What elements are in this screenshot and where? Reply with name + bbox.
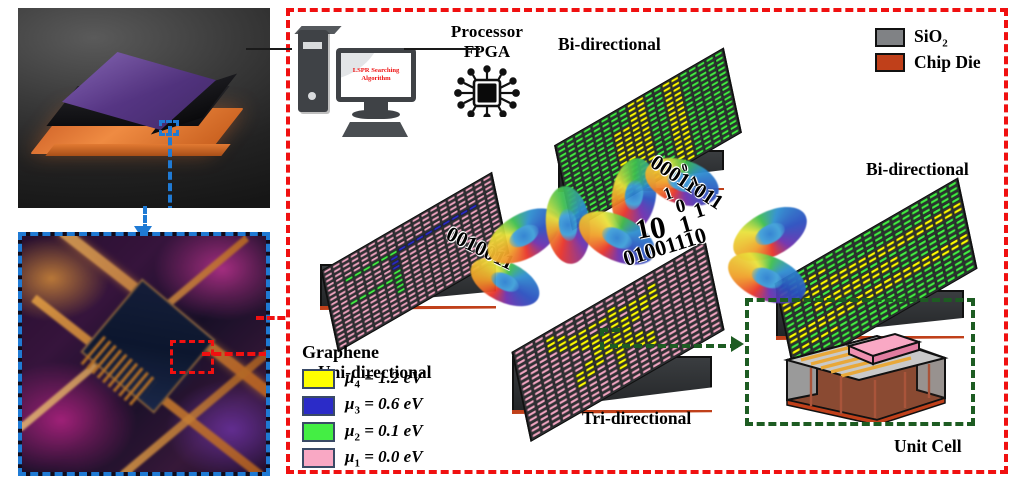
- unit-cell-box: [745, 298, 975, 426]
- chip-render-panel: [18, 8, 270, 208]
- unitcell-arrow-line: [610, 344, 738, 348]
- mu2-index: 2: [354, 431, 360, 444]
- mu2-value: = 0.1 eV: [364, 420, 423, 440]
- computer-monitor: LSPR Searching Algorithm: [336, 48, 416, 102]
- die-micrograph-panel: [18, 232, 270, 476]
- scatter-bit: 1: [676, 210, 696, 240]
- tri-slab-die: [512, 410, 712, 414]
- device-bi-directional-top: [540, 47, 760, 235]
- label-bi-directional-right: Bi-directional: [866, 159, 969, 179]
- graphene-row-mu3: μ3 = 0.6 eV: [302, 394, 423, 417]
- scatter-bit: 1: [661, 183, 676, 204]
- unitcell-arrow-head: [731, 336, 744, 352]
- mu4-symbol: μ: [345, 368, 355, 387]
- label-unit-cell: Unit Cell: [894, 436, 962, 456]
- monitor-screen: LSPR Searching Algorithm: [341, 53, 411, 97]
- fpga-icon-wrap: [428, 65, 546, 121]
- label-bi-directional-top: Bi-directional: [558, 34, 661, 54]
- fpga-chip-icon: [454, 65, 520, 121]
- device-tri-directional: [478, 183, 750, 443]
- mu4-value: = 1.2 eV: [364, 368, 423, 387]
- scatter-bit: 1: [689, 173, 702, 191]
- scatter-bit: 1: [690, 196, 708, 224]
- graphene-row-mu4: μ4 = 1.2 eV: [302, 368, 423, 390]
- photo-callout-box: [170, 340, 214, 374]
- mu1-text: μ1 = 0.0 eV: [345, 447, 423, 469]
- graphene-row-mu2: μ2 = 0.1 eV: [302, 421, 423, 443]
- legend-label-chip-die: Chip Die: [914, 51, 981, 72]
- photo-callout-line: [202, 352, 266, 356]
- tower-drive-slot: [303, 42, 322, 49]
- legend-row-chip-die: Chip Die: [875, 52, 981, 73]
- unit-cell-diagram: [783, 332, 949, 426]
- beam-core: [557, 208, 579, 242]
- mu4-index: 4: [354, 378, 360, 391]
- graphene-title: Graphene: [302, 342, 380, 362]
- legend-materials: SiO2 Chip Die: [875, 26, 981, 75]
- monitor-stand: [364, 102, 388, 111]
- unitcell-tap-marker: [600, 328, 620, 350]
- beam-core: [505, 220, 543, 252]
- mu1-index: 1: [354, 457, 360, 470]
- mu3-symbol: μ: [345, 394, 355, 414]
- beam-core: [748, 263, 786, 293]
- mu3-value: = 0.6 eV: [364, 394, 423, 414]
- chip-base-front: [45, 144, 231, 156]
- monitor-text-line2: Algorithm: [361, 75, 391, 82]
- scatter-bit: 0: [680, 161, 689, 175]
- fpga-group: Processor FPGA: [428, 22, 546, 132]
- keyboard: [342, 122, 408, 137]
- computer-tower: [298, 30, 328, 112]
- fpga-label: FPGA: [463, 42, 511, 61]
- mu3-index: 3: [354, 404, 360, 417]
- left-column: [0, 0, 280, 483]
- computer-group: LSPR Searching Algorithm: [294, 26, 418, 137]
- swatch-sio2: [875, 28, 905, 48]
- legend-label-sio2: SiO2: [914, 26, 948, 50]
- render-callout-line: [168, 126, 172, 208]
- swatch-mu4: [302, 369, 335, 390]
- monitor-foot: [352, 110, 400, 119]
- device-uni-directional: [308, 171, 548, 353]
- mu1-value: = 0.0 eV: [364, 447, 423, 467]
- monitor-text: LSPR Searching Algorithm: [353, 67, 400, 83]
- swatch-mu3: [302, 395, 335, 416]
- legend-row-sio2: SiO2: [875, 26, 981, 50]
- mu2-symbol: μ: [345, 420, 355, 440]
- fpga-wire-right: [404, 48, 480, 50]
- label-tri-directional: Tri-directional: [582, 408, 692, 428]
- mu1-symbol: μ: [345, 447, 355, 467]
- swatch-chip-die: [875, 52, 905, 72]
- mu3-text: μ3 = 0.6 eV: [345, 394, 423, 416]
- tower-power-led: [308, 92, 316, 100]
- legend-graphene: Graphene μ4 = 1.2 eV μ3 = 0.6 eV μ2 = 0.…: [302, 342, 423, 474]
- label-uni-directional: Uni-directional: [318, 362, 432, 382]
- sio2-text: SiO: [914, 26, 943, 46]
- swatch-mu1: [302, 448, 335, 469]
- mu4-text: μ4 = 1.2 eV: [345, 368, 423, 390]
- monitor-text-line1: LSPR Searching: [352, 66, 400, 74]
- graphene-row-mu1: μ1 = 0.0 eV: [302, 447, 423, 470]
- processor-label: Processor: [450, 22, 524, 41]
- fpga-wire-left: [246, 48, 292, 50]
- mu2-text: μ2 = 0.1 eV: [345, 421, 423, 443]
- beam-core: [751, 218, 789, 250]
- swatch-mu2: [302, 421, 335, 442]
- render-to-photo-arrow-line: [143, 206, 147, 232]
- main-schematic-panel: LSPR Searching Algorithm Processor FPGA: [246, 8, 1008, 474]
- sio2-subscript: 2: [942, 37, 948, 50]
- photo-to-panel-connector: [256, 316, 296, 320]
